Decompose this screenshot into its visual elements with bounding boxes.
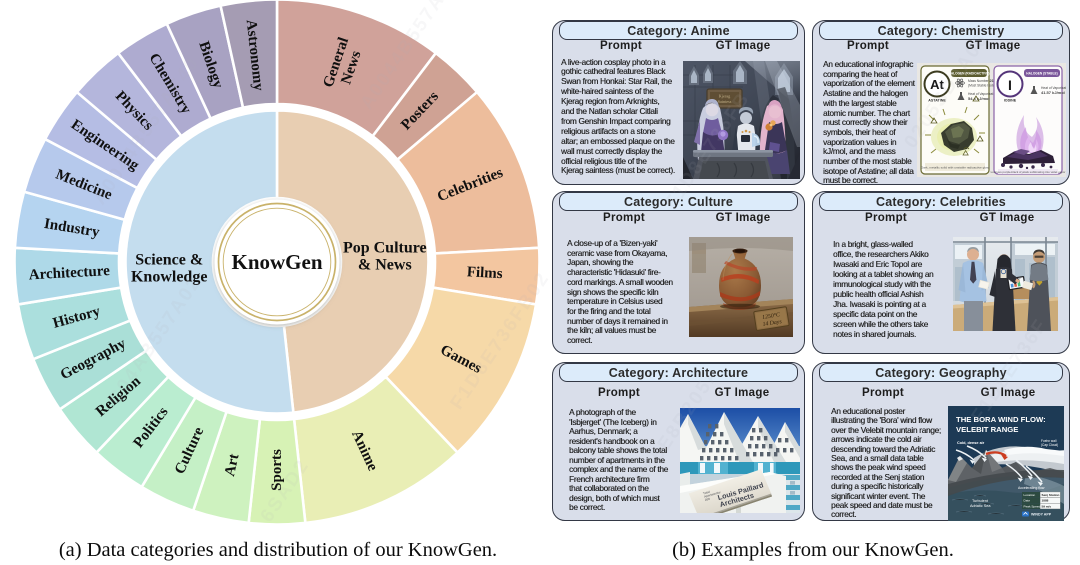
svg-text:Kjerag: Kjerag: [719, 93, 731, 98]
svg-text:THE BORA WIND FLOW:: THE BORA WIND FLOW:: [956, 415, 1046, 424]
svg-text:Art: Art: [222, 452, 242, 477]
svg-text:Location: Location: [1024, 493, 1036, 497]
svg-text:1250°C: 1250°C: [762, 311, 781, 321]
svg-text:Date: Date: [1024, 499, 1031, 503]
svg-text:1888: 1888: [1042, 499, 1049, 503]
svg-text:Sports: Sports: [269, 449, 285, 491]
svg-text:Science &: Science &: [135, 251, 203, 268]
svg-text:At: At: [930, 77, 944, 92]
svg-text:Apartments:: Apartments:: [704, 490, 722, 499]
svg-text:Mass Number 210: Mass Number 210: [968, 78, 997, 83]
svg-text:Senj Station: Senj Station: [1042, 493, 1060, 497]
svg-text:IODINE: IODINE: [1004, 98, 1017, 102]
svg-text:Heat of Vaporization: Heat of Vaporization: [968, 92, 998, 96]
svg-text:Lustrous purple-black crystals: Lustrous purple-black crystals sublimati…: [991, 169, 1066, 173]
svg-text:Total: Total: [703, 489, 711, 495]
svg-text:59 m/s: 59 m/s: [1042, 504, 1052, 508]
svg-text:Pop Culture: Pop Culture: [343, 240, 427, 257]
svg-text:Peak Speed: Peak Speed: [1024, 504, 1041, 508]
svg-text:41.57 kJ/mol: 41.57 kJ/mol: [1041, 90, 1065, 95]
svg-text:ASTATINE: ASTATINE: [928, 98, 946, 102]
svg-text:Saintess: Saintess: [718, 99, 732, 104]
svg-text:208: 208: [704, 496, 710, 501]
svg-text:(Cap Cloud): (Cap Cloud): [1041, 443, 1058, 447]
svg-text:VELEBIT RANGE: VELEBIT RANGE: [956, 425, 1018, 434]
svg-text:I: I: [1008, 77, 1012, 93]
svg-text:Adriatic Sea: Adriatic Sea: [970, 504, 991, 508]
svg-text:Films: Films: [466, 264, 503, 282]
svg-text:& News: & News: [358, 257, 412, 274]
svg-text:HALOGEN (STABLE): HALOGEN (STABLE): [1026, 71, 1057, 75]
svg-text:Dark, metallic solid with unst: Dark, metallic solid with unstable radio…: [921, 165, 990, 169]
svg-text:Knowledge: Knowledge: [131, 268, 207, 285]
svg-text:Astronomy: Astronomy: [243, 19, 267, 92]
svg-text:Turbulent: Turbulent: [972, 499, 989, 503]
svg-text:14 Days: 14 Days: [762, 318, 783, 328]
svg-text:54.4 kJ/mol: 54.4 kJ/mol: [968, 96, 990, 101]
svg-text:(Most Stable Isotope): (Most Stable Isotope): [968, 83, 999, 87]
svg-text:Architecture: Architecture: [28, 263, 110, 283]
svg-text:Accelerating flow: Accelerating flow: [1018, 486, 1045, 490]
svg-text:Foehn wall: Foehn wall: [1041, 439, 1057, 443]
svg-text:Heat of Vaporization: Heat of Vaporization: [1041, 86, 1066, 90]
svg-text:WINDY APP: WINDY APP: [1031, 513, 1052, 517]
svg-text:Cold, dense air: Cold, dense air: [957, 441, 985, 445]
svg-text:HALOGEN (RADIOACTIVE): HALOGEN (RADIOACTIVE): [949, 71, 990, 75]
svg-text:KnowGen: KnowGen: [231, 250, 322, 274]
